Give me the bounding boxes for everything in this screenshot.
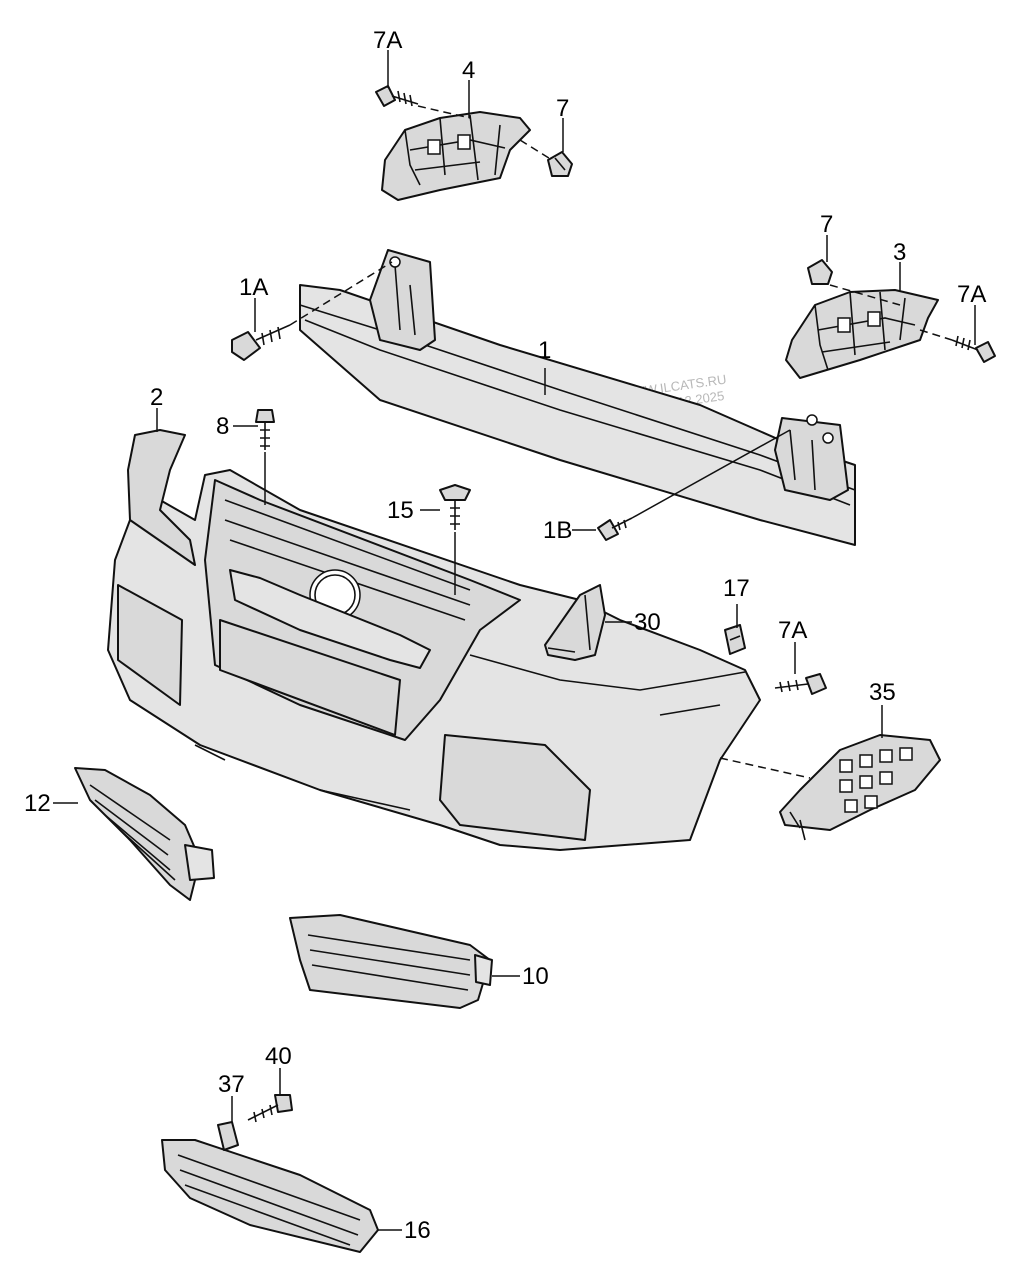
callout-40: 40: [265, 1043, 292, 1070]
callout-35: 35: [869, 679, 896, 706]
callout-1B: 1B: [543, 517, 572, 544]
part-35-side-guide[interactable]: [779, 734, 941, 841]
callout-7A-right: 7A: [957, 281, 986, 308]
part-37-clip-nut[interactable]: [217, 1121, 239, 1151]
callout-2: 2: [150, 384, 163, 411]
assembly-line: [719, 757, 811, 779]
part-30-bracket[interactable]: [544, 584, 606, 661]
callout-1A: 1A: [239, 274, 268, 301]
callout-7-right: 7: [820, 211, 833, 238]
part-3-guide-bracket[interactable]: [785, 289, 939, 379]
assembly-line: [829, 284, 953, 341]
part-17-clip-nut[interactable]: [724, 624, 746, 655]
callout-10: 10: [522, 963, 549, 990]
callout-17: 17: [723, 575, 750, 602]
part-1B-bolt[interactable]: [597, 517, 633, 541]
part-4-guide-bracket[interactable]: [381, 111, 531, 201]
part-7-clip-right[interactable]: [807, 259, 833, 285]
callout-8: 8: [216, 413, 229, 440]
part-7A-screw-right[interactable]: [951, 335, 996, 363]
callout-7-top: 7: [556, 95, 569, 122]
part-1A-bolt[interactable]: [231, 324, 291, 361]
part-2-bumper-cover[interactable]: [107, 429, 761, 851]
part-12-side-grille[interactable]: [74, 767, 215, 901]
callout-30: 30: [634, 609, 661, 636]
part-8-screw[interactable]: [255, 409, 275, 450]
part-10-lower-grille[interactable]: [289, 914, 493, 1009]
callout-15: 15: [387, 497, 414, 524]
part-7A-screw-top[interactable]: [375, 85, 419, 107]
assembly-line: [417, 105, 553, 161]
assembly-line: [289, 261, 393, 326]
assembly-line: [631, 429, 791, 519]
callout-7A-mid: 7A: [778, 617, 807, 644]
part-40-screw[interactable]: [247, 1094, 293, 1123]
callout-16: 16: [404, 1217, 431, 1244]
part-7A-screw-mid[interactable]: [774, 673, 827, 695]
callout-12: 12: [24, 790, 51, 817]
part-1-bumper-carrier[interactable]: [299, 249, 856, 546]
part-7-clip-top[interactable]: [547, 151, 573, 177]
callout-1: 1: [538, 337, 551, 364]
callout-7A-top: 7A: [373, 27, 402, 54]
callout-37: 37: [218, 1071, 245, 1098]
callout-3: 3: [893, 239, 906, 266]
part-15-rivet[interactable]: [439, 484, 471, 530]
part-16-lower-trim[interactable]: [161, 1139, 379, 1253]
callout-4: 4: [462, 57, 475, 84]
